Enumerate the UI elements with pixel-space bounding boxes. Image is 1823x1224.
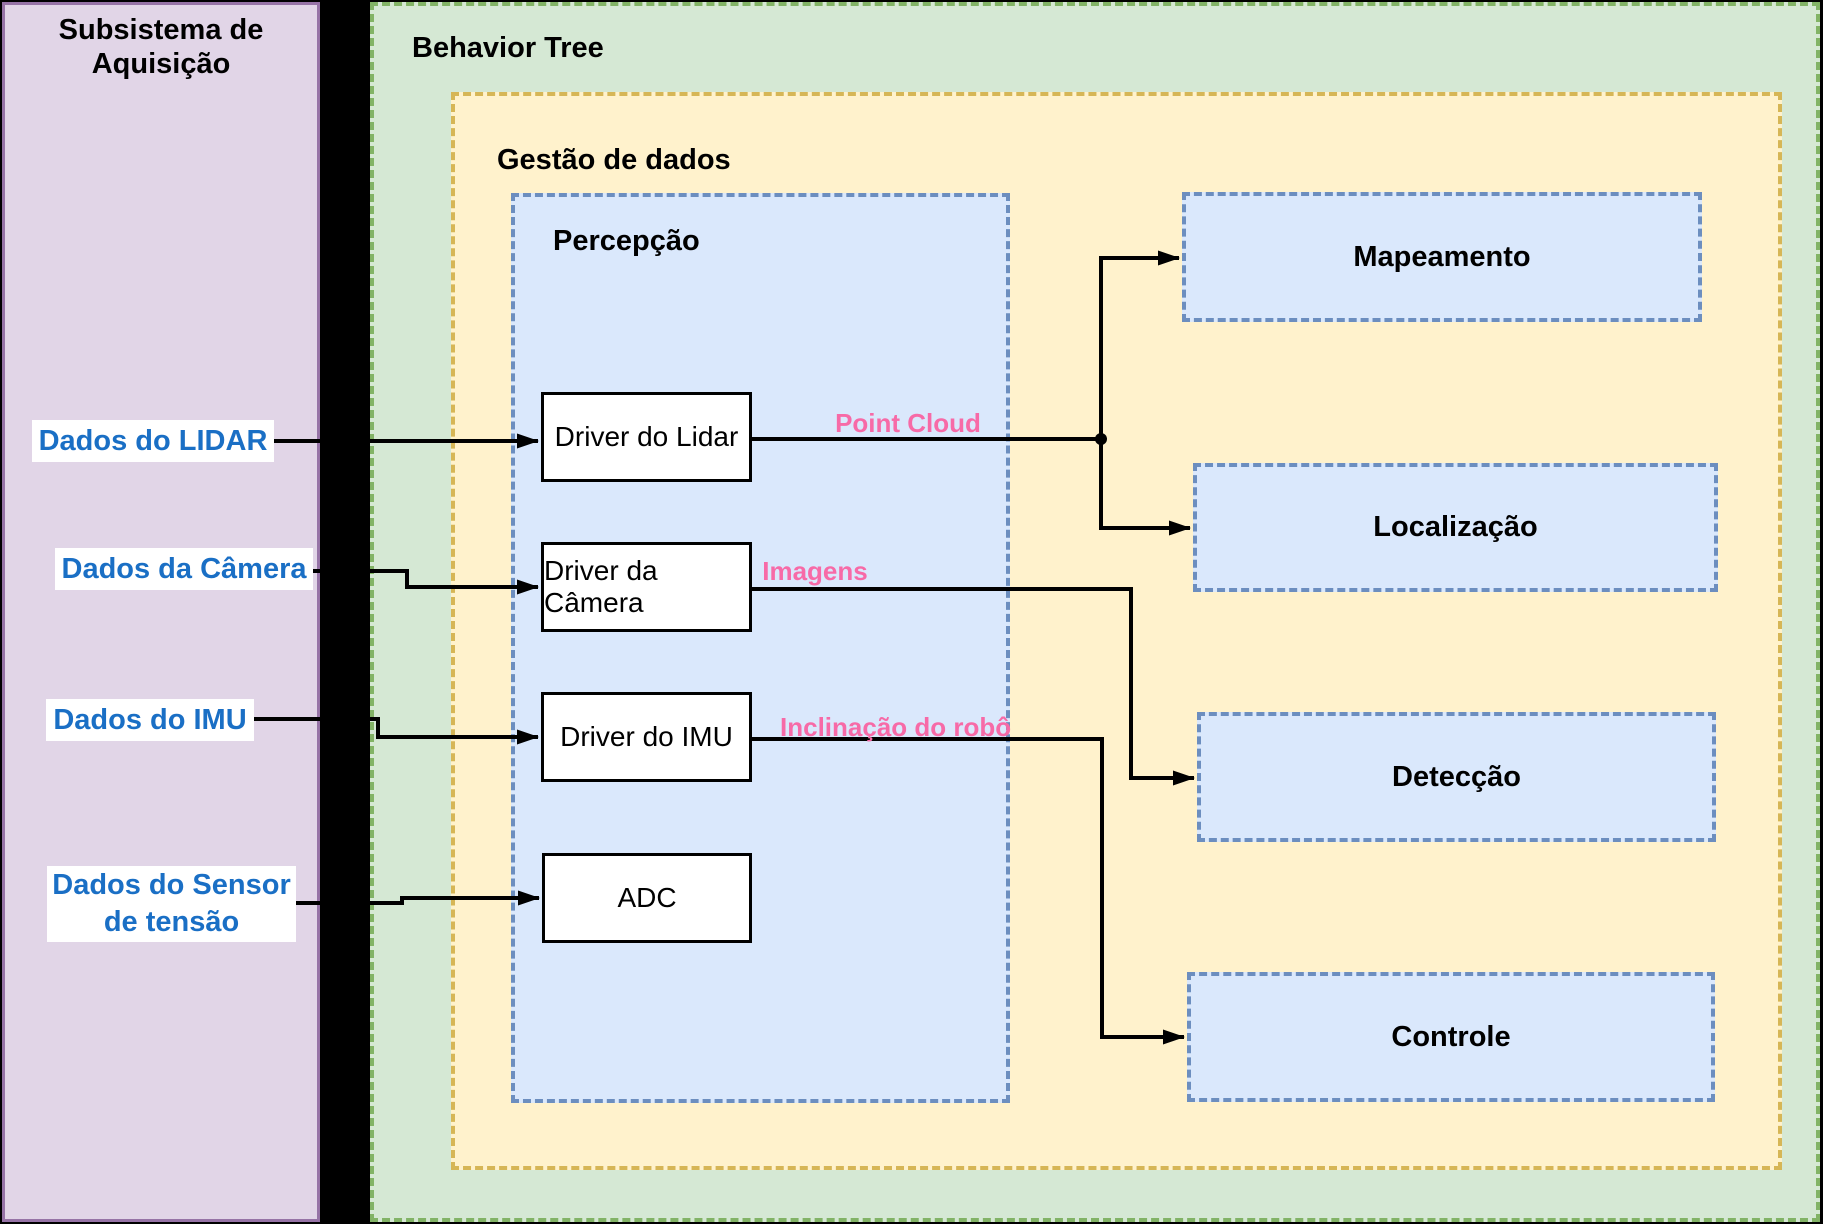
lidar-data-label: Dados do LIDAR (32, 420, 274, 462)
robot-inclination-flow-label: Inclinação do robô (780, 712, 1012, 742)
data-management-title: Gestão de dados (497, 144, 731, 176)
detection-node: Detecção (1197, 712, 1716, 842)
camera-data-label: Dados da Câmera (55, 548, 313, 590)
camera-driver-box: Driver da Câmera (541, 542, 752, 632)
imu-driver-label: Driver do IMU (560, 721, 733, 752)
control-node-label: Controle (1391, 1020, 1511, 1053)
camera-driver-label: Driver da Câmera (544, 555, 658, 618)
lidar-driver-label: Driver do Lidar (554, 421, 739, 452)
localization-node-label: Localização (1373, 511, 1538, 543)
images-flow-label: Imagens (762, 556, 868, 586)
behavior-tree-title: Behavior Tree (412, 32, 604, 64)
imu-data-label: Dados do IMU (46, 699, 254, 741)
point-cloud-flow-label: Point Cloud (835, 408, 981, 438)
mapping-node-label: Mapeamento (1353, 240, 1531, 273)
adc-label: ADC (617, 882, 677, 913)
acquisition-panel-title: Subsistema de Aquisição (58, 14, 264, 80)
voltage-sensor-data-label: Dados do Sensor de tensão (47, 866, 296, 942)
perception-title: Percepção (553, 225, 700, 257)
adc-box: ADC (542, 853, 752, 943)
acquisition-subsystem-panel: Subsistema de Aquisição (2, 2, 320, 1222)
imu-driver-box: Driver do IMU (541, 692, 752, 782)
mapping-node: Mapeamento (1182, 192, 1702, 322)
localization-node: Localização (1193, 463, 1718, 592)
detection-node-label: Detecção (1392, 760, 1521, 793)
lidar-driver-box: Driver do Lidar (541, 392, 752, 482)
perception-panel: Percepção (511, 193, 1010, 1103)
control-node: Controle (1187, 972, 1715, 1102)
